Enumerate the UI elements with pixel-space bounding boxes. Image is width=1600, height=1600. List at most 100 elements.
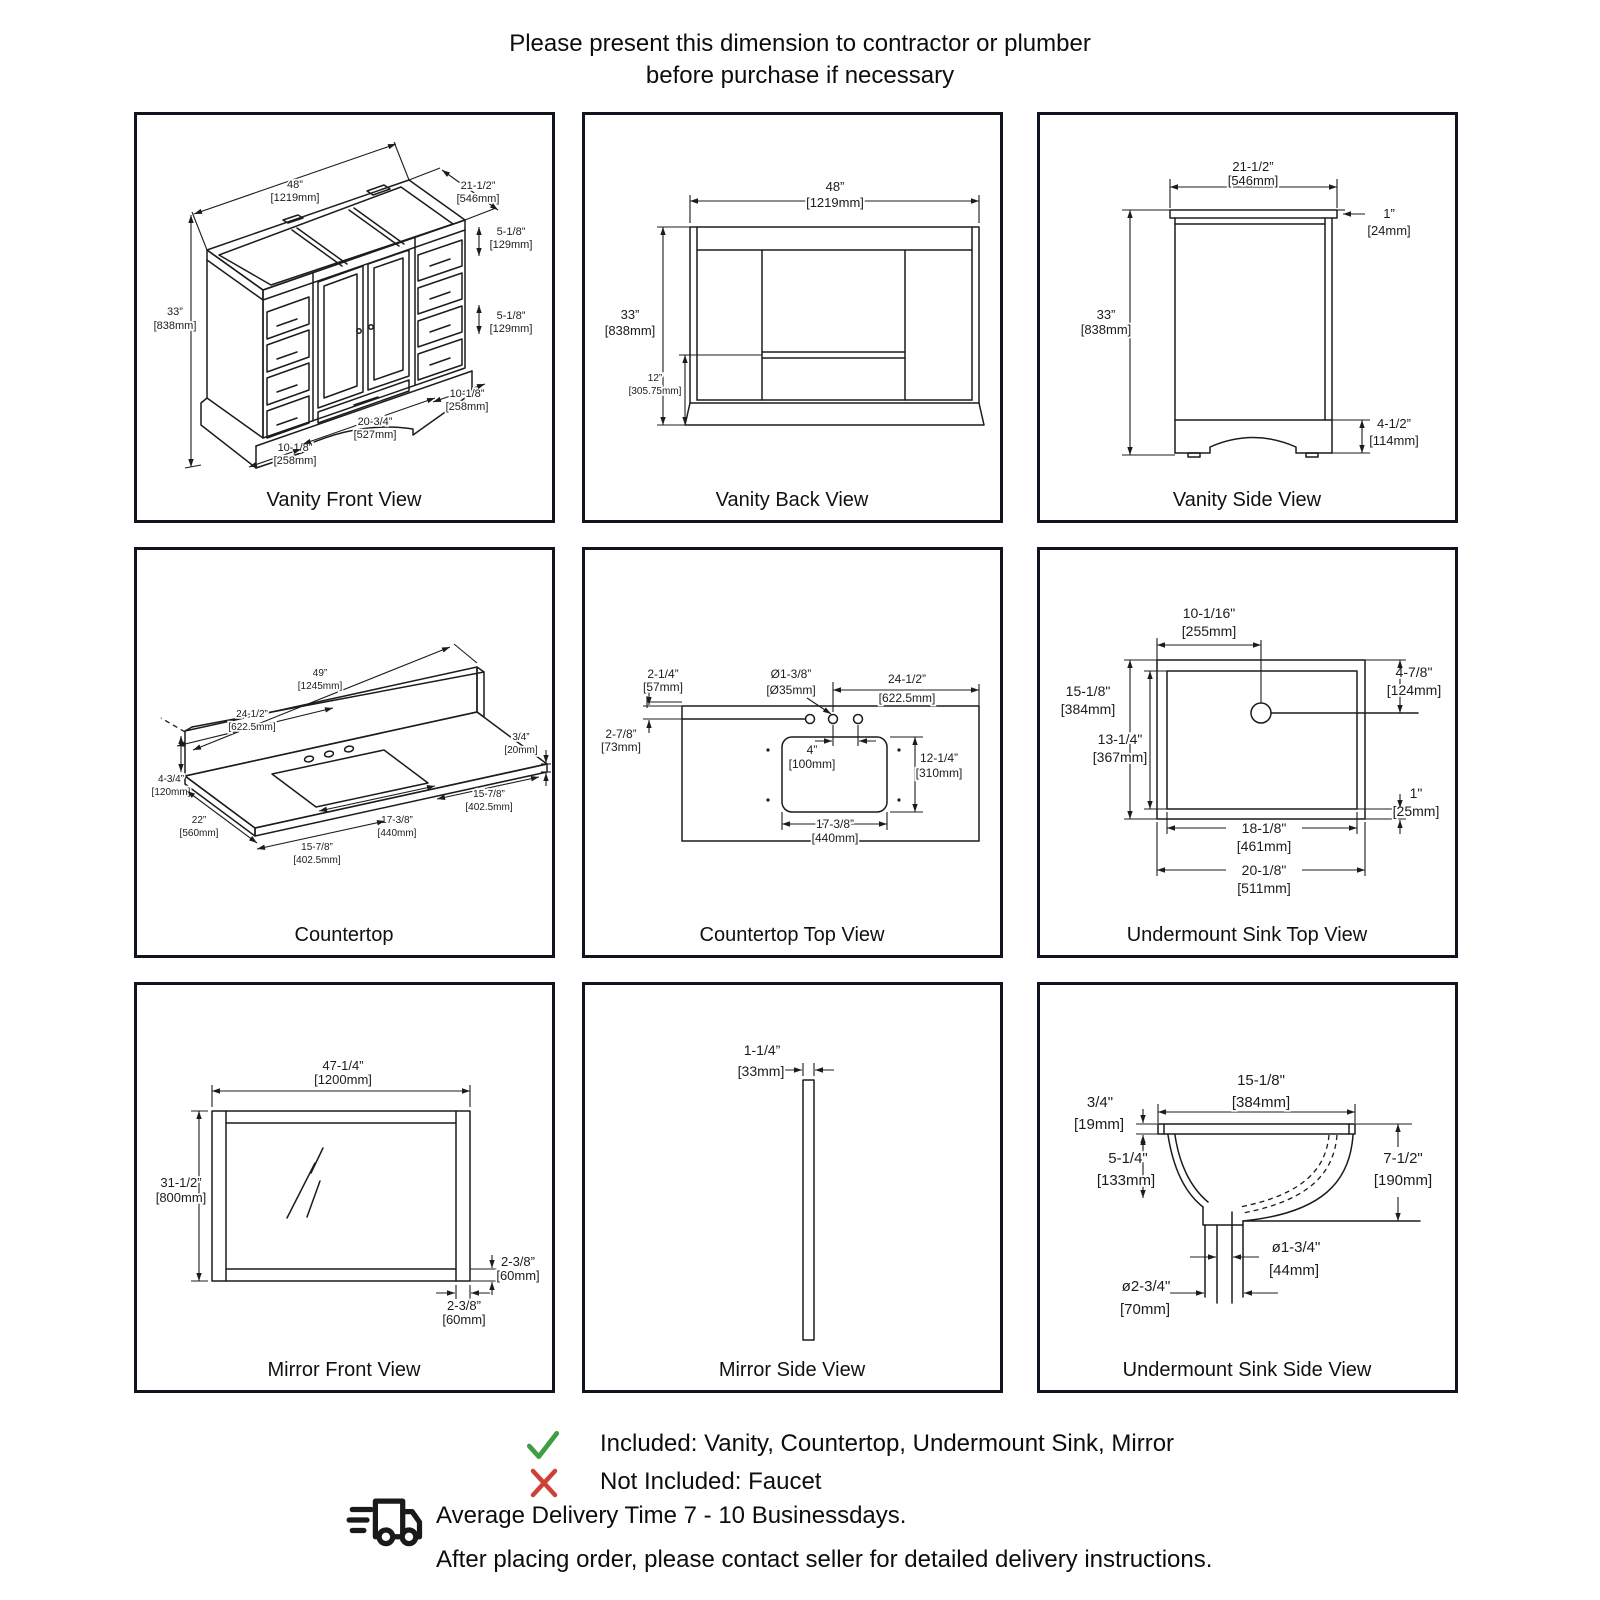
dim-label: [100mm] [789,757,836,771]
sink-side-view-drawing: 15-1/8" [384mm] 3/4" [19mm] 5-1/4" [133m… [1072,1070,1434,1381]
dim-label: 20-3/4” [358,416,393,428]
sink-side-dimensions: 15-1/8" [384mm] 3/4" [19mm] 5-1/4" [133m… [1072,1070,1434,1320]
mirror-side-view-drawing: 1-1/4” [33mm] Mirror Side View [719,1040,866,1381]
sink-top-dimensions: 10-1/16" [255mm] 15-1/8" [384mm] 13-1/4"… [1059,603,1443,898]
dim-label: 2-7/8” [605,727,636,741]
dim-label: 3/4” [512,732,529,743]
delivery-line2: After placing order, please contact sell… [436,1546,1213,1573]
dim-label: [190mm] [1374,1172,1432,1189]
dim-label: [60mm] [442,1312,485,1327]
vanity-back-view-drawing: 48” [1219mm] 33” [838mm] 12” [305.75mm] … [603,177,985,511]
dim-label: [129mm] [490,239,533,251]
dim-label: [19mm] [1074,1116,1124,1133]
not-included-text: Not Included: Faucet [600,1468,822,1495]
panel-caption: Mirror Front View [268,1359,422,1381]
dim-label: 12-1/4” [920,751,958,765]
dim-label: [Ø35mm] [766,683,815,697]
dim-label: 1" [1410,785,1423,801]
vanity-back-cabinet [684,226,985,426]
dim-label: [114mm] [1369,433,1419,448]
header-note: Please present this dimension to contrac… [0,28,1600,92]
panel-countertop: 49” [1245mm] 24-1/2” [622.5mm] 3/4” [20m… [134,547,555,958]
panel-sink-side-view: 15-1/8" [384mm] 3/4" [19mm] 5-1/4" [133m… [1037,982,1458,1393]
dim-label: 31-1/2” [160,1175,201,1190]
dim-label: 10-1/8” [450,388,485,400]
panel-mirror-front-view: 47-1/4” [1200mm] 31-1/2” [800mm] 2-3/8” … [134,982,555,1393]
dim-label: [527mm] [354,429,397,441]
dim-label: [305.75mm] [629,386,682,397]
dim-label: 10-1/16" [1183,605,1235,621]
dim-label: [25mm] [1393,803,1440,819]
dim-label: 15-7/8” [473,789,505,800]
delivery-truck-icon [346,1478,430,1567]
dim-label: 17-3/8” [816,817,854,831]
panel-caption: Countertop Top View [700,924,885,946]
dim-label: 48” [287,179,303,191]
dim-label: [838mm] [154,320,197,332]
dim-label: [133mm] [1097,1172,1155,1189]
dim-label: 33” [167,306,183,318]
dim-label: [440mm] [812,831,859,845]
dim-label: 49” [313,668,327,679]
dim-label: [511mm] [1237,880,1290,896]
dim-label: [838mm] [605,323,656,338]
dim-label: [461mm] [1237,838,1291,854]
dim-label: 4-7/8" [1396,664,1433,680]
dim-label: 17-3/8” [381,815,413,826]
dim-label: [73mm] [601,740,641,754]
panel-caption: Vanity Back View [716,489,869,511]
panel-vanity-back-view: 48” [1219mm] 33” [838mm] 12” [305.75mm] … [582,112,1003,523]
dim-label: 4-3/4” [158,774,184,785]
dim-label: [622.5mm] [879,691,936,705]
panel-sink-top-view: 10-1/16" [255mm] 15-1/8" [384mm] 13-1/4"… [1037,547,1458,958]
check-icon [524,1426,562,1469]
dim-label: 1-1/4” [744,1042,781,1058]
dim-label: [622.5mm] [228,722,275,733]
sink-top-outline [1156,640,1419,820]
dim-label: [44mm] [1269,1262,1319,1279]
dim-label: [402.5mm] [465,802,512,813]
mirror-front-outline [211,1110,471,1282]
dim-label: [384mm] [1061,701,1115,717]
dim-label: 24-1/2” [236,709,268,720]
dim-label: 4-1/2” [1377,416,1411,431]
dim-label: [70mm] [1120,1301,1170,1318]
dim-label: [124mm] [1387,682,1441,698]
dim-label: 48” [826,179,845,194]
dim-label: [1200mm] [314,1072,372,1087]
dim-label: [1219mm] [271,192,320,204]
dim-label: [367mm] [1093,749,1147,765]
vanity-front-cabinet [200,179,473,469]
dim-label: 1” [1383,206,1395,221]
vanity-side-cabinet [1169,209,1338,458]
dim-label: [258mm] [274,455,317,467]
dim-label: 10-1/8” [278,442,313,454]
dim-label: [57mm] [643,680,683,694]
dim-label: 7-1/2" [1383,1150,1423,1167]
panel-vanity-front-view: 48” [1219mm] 21-1/2” [546mm] 5-1/8” [129… [134,112,555,523]
vanity-back-dimensions: 48” [1219mm] 33” [838mm] 12” [305.75mm] [603,177,980,426]
mirror-front-dimensions: 47-1/4” [1200mm] 31-1/2” [800mm] 2-3/8” … [154,1056,541,1329]
dim-label: [402.5mm] [293,855,340,866]
panel-caption: Countertop [295,924,394,946]
vanity-side-dimensions: 21-1/2” [546mm] 1” [24mm] 33” [838mm] 4-… [1079,157,1421,456]
dim-label: [800mm] [156,1190,207,1205]
header-line2: before purchase if necessary [645,62,955,89]
dim-label: [440mm] [378,828,417,839]
countertop-top-dimensions: 2-1/4” [57mm] Ø1-3/8” [Ø35mm] 24-1/2” [6… [599,665,980,847]
dim-label: 21-1/2” [1232,159,1273,174]
vanity-side-view-drawing: 21-1/2” [546mm] 1” [24mm] 33” [838mm] 4-… [1079,157,1421,511]
dim-label: [1219mm] [806,195,864,210]
dim-label: 12” [648,373,662,384]
cross-icon [527,1466,561,1505]
dim-label: 5-1/8” [497,226,526,238]
dim-label: 4” [807,743,818,757]
panel-caption: Vanity Front View [267,489,422,511]
dim-label: 2-3/8” [501,1254,535,1269]
sink-top-view-drawing: 10-1/16" [255mm] 15-1/8" [384mm] 13-1/4"… [1059,603,1443,946]
dim-label: 15-1/8" [1066,683,1111,699]
dim-label: 47-1/4” [322,1058,363,1073]
dim-label: 15-7/8” [301,842,333,853]
dim-label: [20mm] [504,745,538,756]
panel-countertop-top-view: 2-1/4” [57mm] Ø1-3/8” [Ø35mm] 24-1/2” [6… [582,547,1003,958]
